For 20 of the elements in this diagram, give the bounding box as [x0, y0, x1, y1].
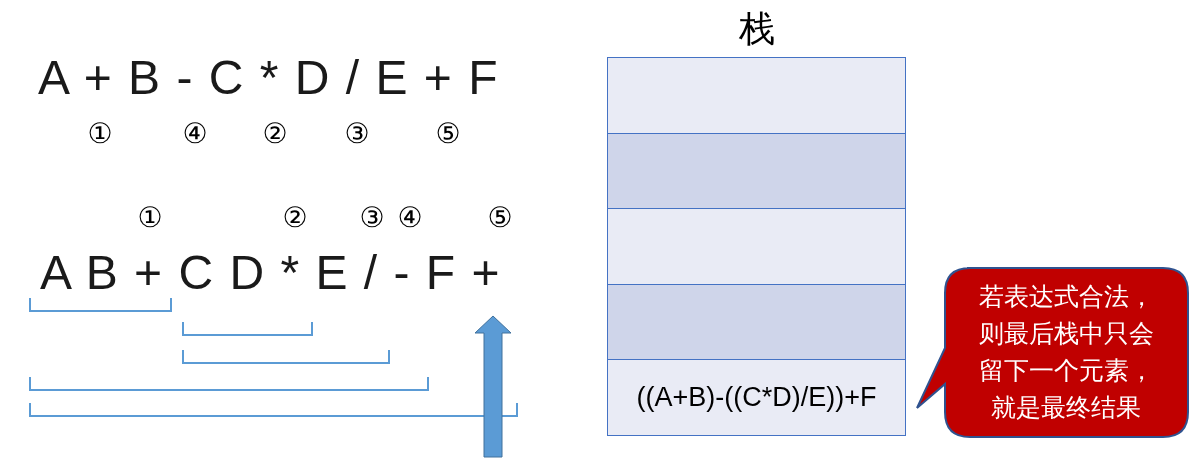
callout-text: 若表达式合法，则最后栈中只会留下一个元素，就是最终结果: [977, 281, 1155, 424]
step-number: ⑤: [435, 119, 461, 149]
step-number: ②: [262, 119, 288, 149]
expression-text: A B + C D * E / - F +: [40, 245, 500, 301]
callout-bubble: [915, 266, 1191, 440]
step-number: ①: [137, 203, 163, 233]
step-number: ⑤: [487, 203, 513, 233]
expression-text: A + B - C * D / E + F: [38, 50, 498, 106]
step-number: ④: [182, 119, 208, 149]
stack-title: 栈: [738, 8, 775, 50]
stack-cell: [608, 133, 905, 210]
stack-cell: ((A+B)-((C*D)/E))+F: [608, 360, 905, 436]
step-number: ③: [359, 203, 385, 233]
step-number: ②: [282, 203, 308, 233]
stack-cell: [608, 58, 905, 134]
step-number: ③: [344, 119, 370, 149]
step-number: ④: [397, 203, 423, 233]
stack-cell: [608, 284, 905, 361]
stack-cell: [608, 209, 905, 285]
step-number: ①: [87, 119, 113, 149]
